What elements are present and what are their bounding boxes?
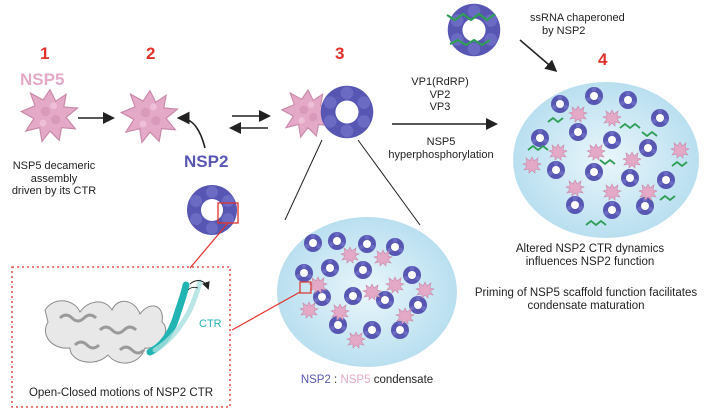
ctr-inset-box	[11, 266, 231, 408]
ssrna-nsp2-complex	[446, 3, 501, 57]
condensate-word-text: condensate	[370, 374, 434, 386]
ctr-label: CTR	[199, 318, 222, 330]
vp-line-2: VP2	[429, 88, 451, 101]
condensate-caption: NSP2 : NSP5 condensate	[272, 374, 462, 387]
ssrna-caption: ssRNA chaperoned by NSP2	[530, 12, 650, 37]
inset-caption: Open-Closed motions of NSP2 CTR	[28, 387, 214, 399]
condensate-highlight-box	[299, 281, 312, 294]
arrow-nsp2-binding	[176, 111, 206, 149]
priming-caption: Priming of NSP5 scaffold function facili…	[466, 287, 706, 313]
altered-line-2: influences NSP2 function	[525, 256, 655, 269]
priming-line-1: Priming of NSP5 scaffold function facili…	[474, 287, 698, 299]
step-3-number: 3	[335, 44, 345, 63]
altered-caption: Altered NSP2 CTR dynamics influences NSP…	[480, 243, 700, 269]
zoom-line-left	[284, 139, 323, 221]
nsp5-assembly-line-1: NSP5 decameric	[12, 160, 96, 172]
ssrna-line-1: ssRNA chaperoned	[530, 12, 625, 24]
nsp5-nsp2-complex	[281, 85, 374, 139]
arrow-ssrna-to-4	[519, 39, 558, 72]
condensate-nsp5-text: NSP5	[340, 374, 371, 386]
step-4-number: 4	[598, 50, 608, 69]
ssrna-line-2: by NSP2	[542, 24, 586, 37]
condensate-sep-text: :	[330, 374, 341, 386]
step-2-number: 2	[146, 44, 156, 63]
nsp5-label: NSP5	[20, 70, 65, 89]
nsp2-octamer-ring	[187, 185, 237, 235]
nsp5-assembly-line-2: assembly	[30, 172, 78, 185]
hyper-line-1: NSP5	[426, 136, 456, 148]
vp-line-1: VP1(RdRP)	[411, 76, 469, 88]
hyper-line-2: hyperphosphorylation	[388, 148, 494, 161]
nsp5-assembly-caption: NSP5 decameric assembly driven by its CT…	[4, 160, 104, 198]
nsp2-label: NSP2	[184, 152, 229, 171]
inset-connector	[189, 222, 229, 269]
priming-line-2: condensate maturation	[527, 300, 645, 313]
condensate-nsp2-text: NSP2	[300, 374, 331, 386]
ctr-motion-arrow	[189, 280, 210, 290]
vp-line-3: VP3	[429, 101, 451, 114]
altered-line-1: Altered NSP2 CTR dynamics	[515, 243, 665, 255]
nsp5-decamer-2	[120, 90, 179, 144]
nsp2-monomer-structure	[44, 300, 167, 364]
mature-rna-strands	[527, 116, 688, 227]
step-1-number: 1	[40, 44, 50, 63]
nsp5-decamer-1	[20, 89, 79, 143]
hyperphosphorylation-caption: NSP5 hyperphosphorylation	[386, 136, 496, 161]
inset-connector-2	[231, 291, 301, 331]
vp-caption: VP1(RdRP) VP2 VP3	[400, 76, 480, 114]
ctr-helix	[146, 279, 203, 356]
nsp5-assembly-line-3: driven by its CTR	[11, 185, 97, 198]
zoom-line-right	[357, 139, 421, 226]
